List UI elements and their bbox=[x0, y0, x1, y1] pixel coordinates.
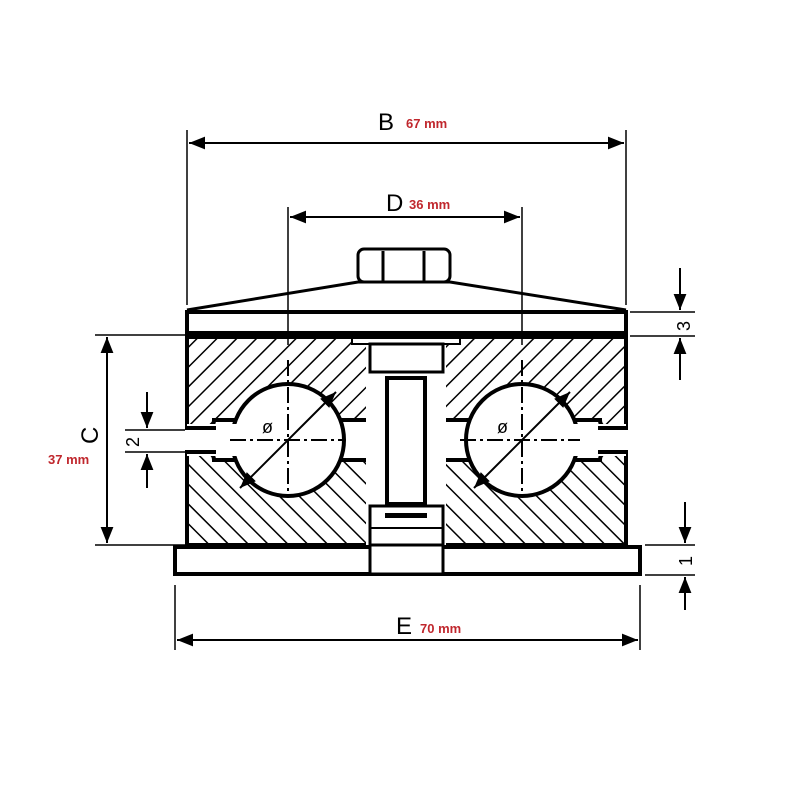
cover-cone bbox=[186, 280, 627, 312]
bolt-nut-base bbox=[368, 543, 445, 576]
extension-lines bbox=[95, 130, 695, 650]
value-C: 37 mm bbox=[48, 452, 89, 467]
label-B: B bbox=[378, 109, 394, 136]
label-gap: 2 bbox=[123, 437, 143, 447]
diameter-symbol-right: ø bbox=[497, 417, 508, 437]
label-E: E bbox=[396, 613, 412, 640]
hex-nut-icon bbox=[356, 247, 452, 284]
split-gap-edges bbox=[187, 426, 626, 454]
value-D: 36 mm bbox=[409, 197, 450, 212]
value-E: 70 mm bbox=[420, 621, 461, 636]
top-cover-plate bbox=[185, 310, 628, 335]
diameter-symbol-left: ø bbox=[262, 417, 273, 437]
label-base-plate: 1 bbox=[676, 556, 696, 566]
diameter-right bbox=[473, 391, 571, 489]
diameter-left bbox=[239, 391, 337, 489]
value-B: 67 mm bbox=[406, 116, 447, 131]
label-top-plate: 3 bbox=[674, 321, 694, 331]
label-D: D bbox=[386, 190, 403, 217]
label-C: C bbox=[77, 427, 104, 444]
